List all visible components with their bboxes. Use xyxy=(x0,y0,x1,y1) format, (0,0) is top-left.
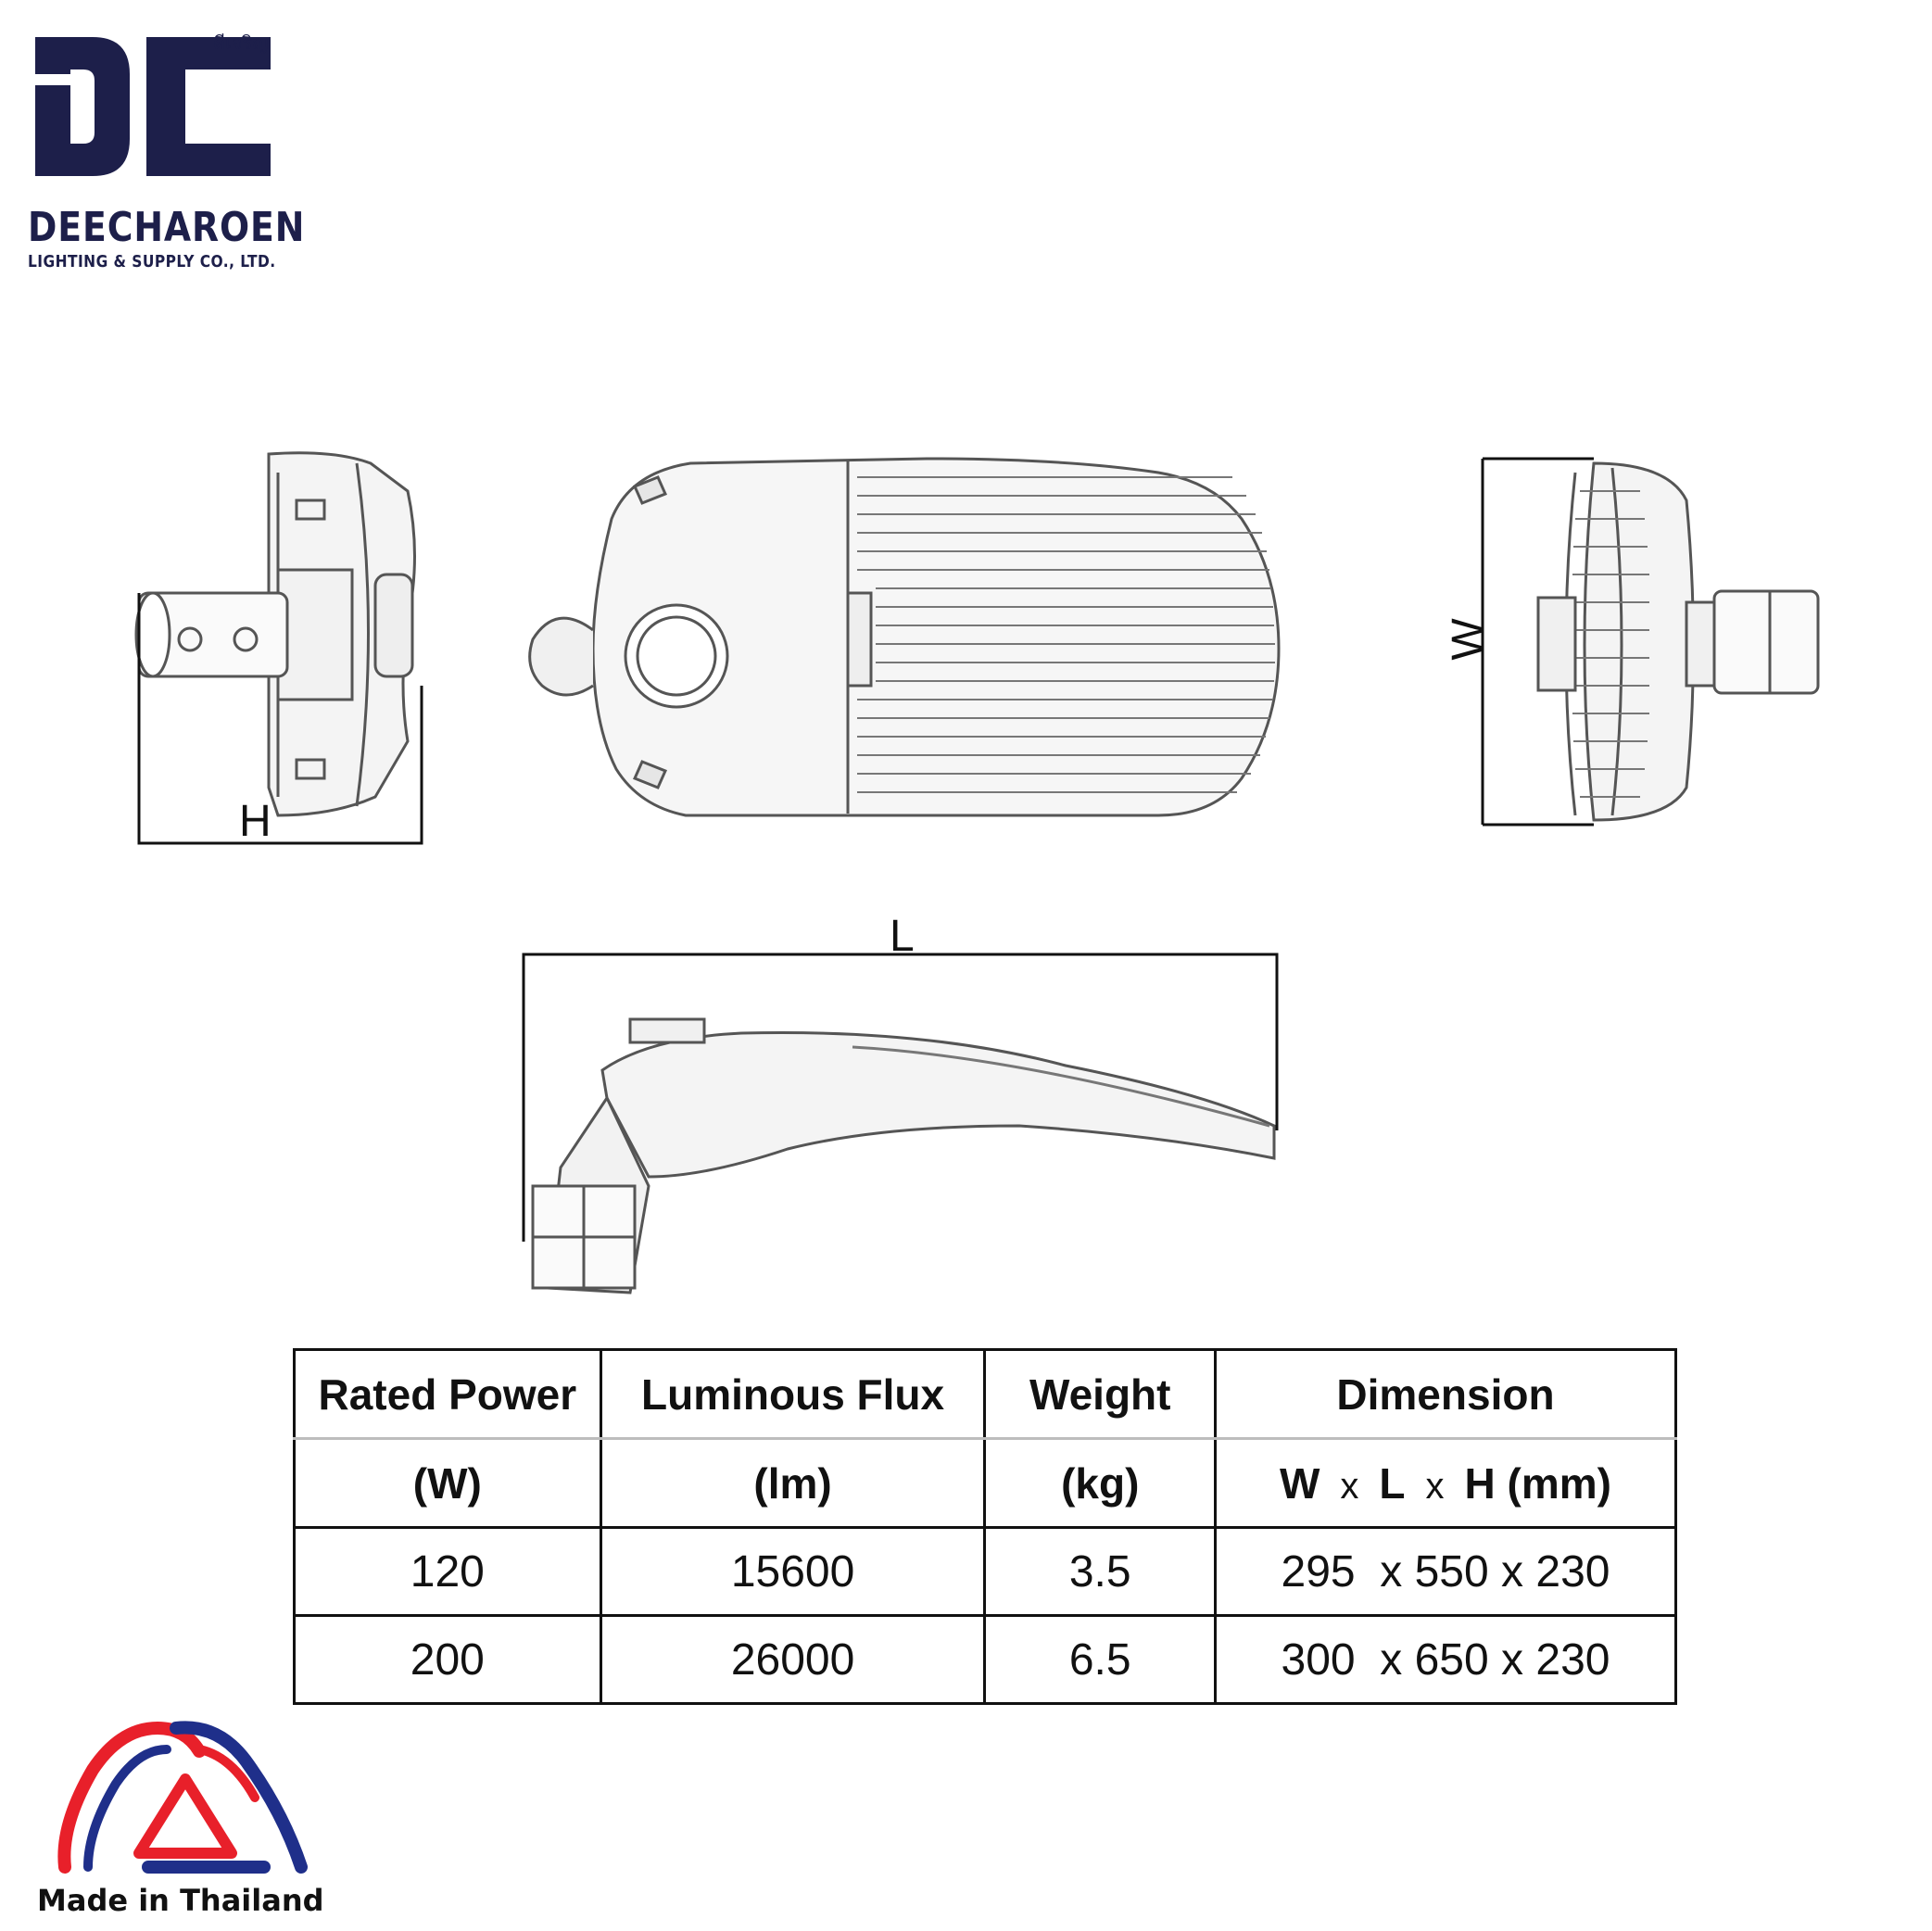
cell-dimension: 295 x 550 x 230 xyxy=(1213,1527,1676,1617)
cell-power: 200 xyxy=(410,1634,485,1685)
height-label: H xyxy=(239,797,271,846)
table-row: 120 15600 3.5 295 x 550 x 230 xyxy=(294,1527,1676,1617)
cell-power: 120 xyxy=(294,1527,601,1617)
cell-flux: 26000 xyxy=(599,1615,985,1704)
brand-thai-name: ดีเจริญ xyxy=(213,32,269,54)
length-label: L xyxy=(890,912,915,961)
side-view-drawing xyxy=(134,451,423,845)
technical-drawings: H xyxy=(134,451,1820,1294)
unit-flux: (lm) xyxy=(599,1438,985,1529)
column-header-dimension: Dimension xyxy=(1213,1349,1676,1440)
profile-view-drawing xyxy=(522,953,1279,1294)
brand-name: DEECHAROEN xyxy=(28,204,306,251)
unit-dimension-h: H (mm) xyxy=(1464,1458,1611,1508)
table-header-row: Rated Power Luminous Flux Weight Dimensi… xyxy=(294,1349,1676,1440)
top-view-drawing xyxy=(528,457,1281,817)
spec-table: Rated Power Luminous Flux Weight Dimensi… xyxy=(293,1348,1677,1705)
unit-dimension-x2: x xyxy=(1425,1465,1445,1507)
front-view-drawing xyxy=(1481,457,1820,827)
width-label: W xyxy=(1444,618,1493,661)
unit-dimension-l: L xyxy=(1379,1458,1406,1508)
unit-power: (W) xyxy=(294,1438,601,1529)
unit-weight: (kg) xyxy=(983,1438,1216,1529)
column-header-weight: Weight xyxy=(983,1349,1216,1440)
brand-logo: ดีเจริญ DEECHAROEN LIGHTING & SUPPLY CO.… xyxy=(28,28,304,278)
made-in-label: Made in Thailand xyxy=(37,1883,324,1918)
unit-dimension-w: W xyxy=(1280,1458,1320,1508)
brand-tagline: LIGHTING & SUPPLY CO., LTD. xyxy=(28,252,276,271)
cell-flux: 15600 xyxy=(599,1527,985,1617)
table-row: 200 26000 6.5 300 x 650 x 230 xyxy=(295,1615,1676,1704)
cell-dimension: 300 x 650 x 230 xyxy=(1213,1615,1676,1704)
column-header-power: Rated Power xyxy=(294,1349,601,1440)
thailand-origin-icon xyxy=(57,1721,308,1874)
made-in-thailand-mark: Made in Thailand xyxy=(37,1705,334,1927)
unit-dimension-x1: x xyxy=(1340,1465,1359,1507)
dc-monogram-icon xyxy=(35,37,271,176)
cell-weight: 6.5 xyxy=(983,1615,1216,1704)
cell-weight: 3.5 xyxy=(983,1527,1216,1617)
column-header-flux: Luminous Flux xyxy=(599,1349,985,1440)
